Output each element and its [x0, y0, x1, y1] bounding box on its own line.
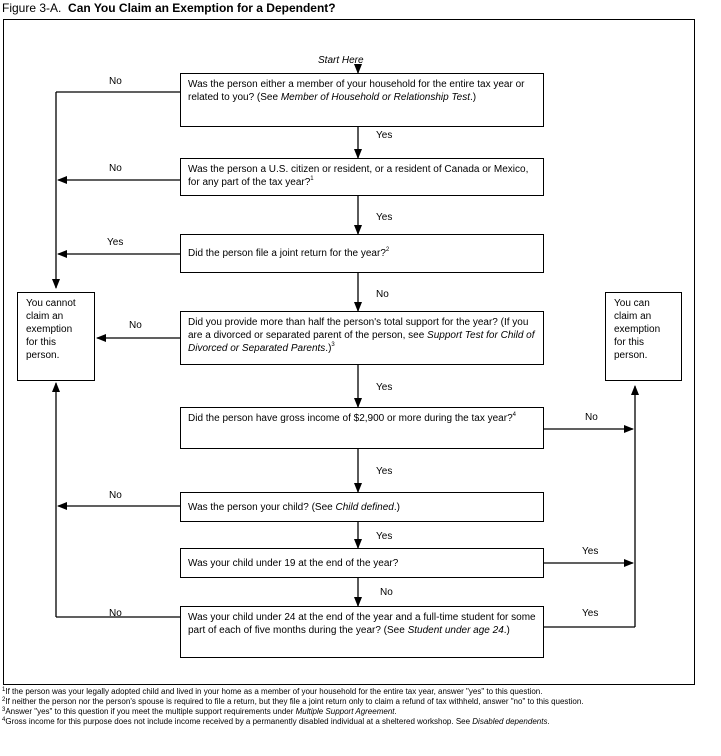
footnote-2: 2If neither the person nor the person's … — [2, 697, 584, 706]
label-q8-no: No — [109, 608, 122, 619]
figure-title: Figure 3-A. Can You Claim an Exemption f… — [2, 1, 336, 15]
start-here-label: Start Here — [318, 55, 364, 66]
label-q2-no: No — [109, 163, 122, 174]
question-student-under-24: Was your child under 24 at the end of th… — [180, 606, 544, 658]
label-q5-no: No — [585, 412, 598, 423]
label-q6-no: No — [109, 490, 122, 501]
footnote-3: 3Answer "yes" to this question if you me… — [2, 707, 397, 716]
question-support: Did you provide more than half the perso… — [180, 311, 544, 365]
label-q6-yes: Yes — [376, 531, 393, 542]
question-joint-return: Did the person file a joint return for t… — [180, 234, 544, 273]
footnote-1: 1If the person was your legally adopted … — [2, 687, 543, 696]
label-q1-no: No — [109, 76, 122, 87]
question-household-or-related: Was the person either a member of your h… — [180, 73, 544, 127]
question-gross-income: Did the person have gross income of $2,9… — [180, 407, 544, 449]
label-q4-yes: Yes — [376, 382, 393, 393]
question-under-19: Was your child under 19 at the end of th… — [180, 548, 544, 578]
footnote-4: 4Gross income for this purpose does not … — [2, 717, 550, 726]
label-q8-yes: Yes — [582, 608, 599, 619]
figure-heading: Can You Claim an Exemption for a Depende… — [68, 1, 336, 15]
question-your-child: Was the person your child? (See Child de… — [180, 492, 544, 522]
outcome-can-claim: You can claim an exemption for this pers… — [605, 292, 682, 381]
question-citizen-or-resident: Was the person a U.S. citizen or residen… — [180, 158, 544, 196]
label-q3-yes: Yes — [107, 237, 124, 248]
label-q3-no: No — [376, 289, 389, 300]
label-q4-no: No — [129, 320, 142, 331]
label-q5-yes: Yes — [376, 466, 393, 477]
outcome-cannot-claim: You cannot claim an exemption for this p… — [17, 292, 95, 381]
flowchart-frame — [3, 19, 695, 685]
label-q1-yes: Yes — [376, 130, 393, 141]
label-q7-no: No — [380, 587, 393, 598]
figure-label: Figure 3-A. — [2, 1, 62, 15]
footnotes: 1If the person was your legally adopted … — [2, 687, 702, 727]
label-q7-yes: Yes — [582, 546, 599, 557]
label-q2-yes: Yes — [376, 212, 393, 223]
